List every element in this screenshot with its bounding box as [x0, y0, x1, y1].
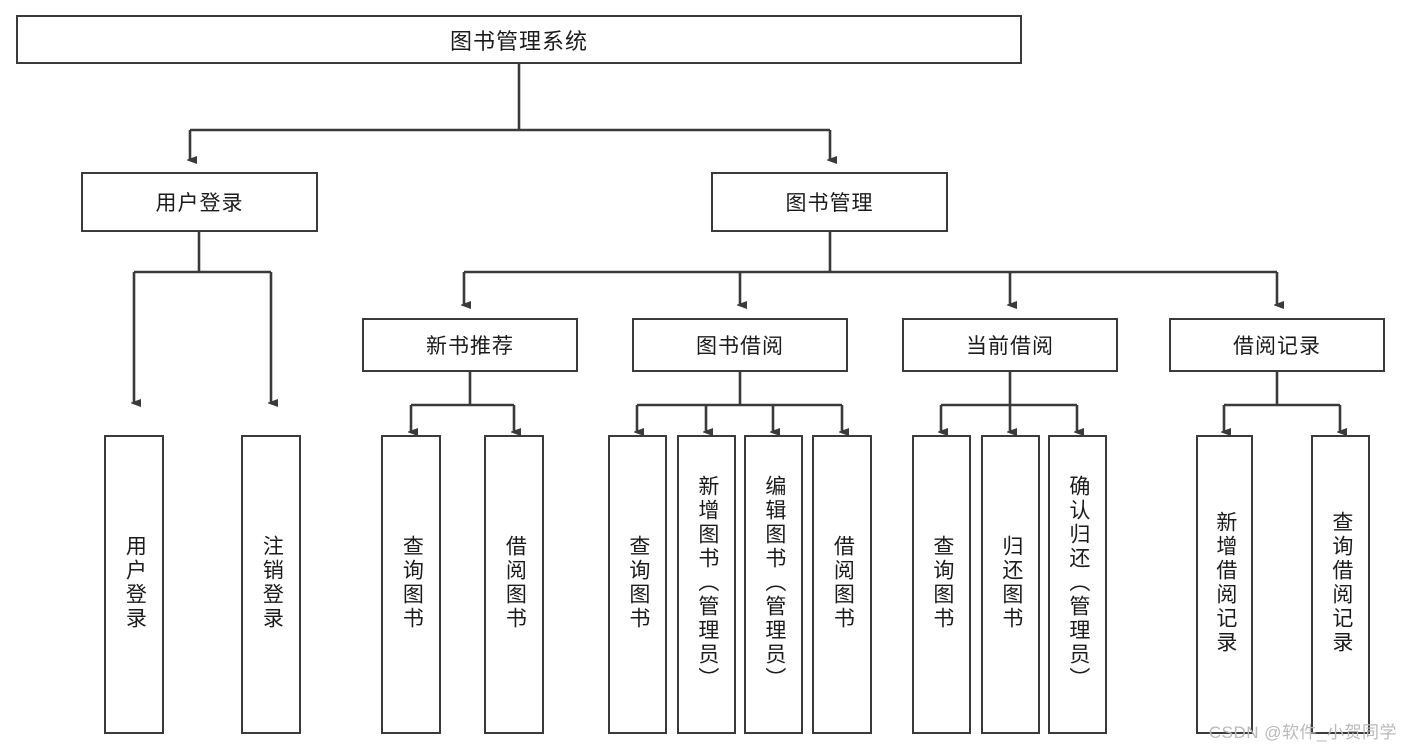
node-leaf-borrow-book-1[interactable]: 借阅图书 — [484, 435, 544, 734]
node-leaf-borrow-book-2[interactable]: 借阅图书 — [812, 435, 872, 734]
node-leaf-query-book-3-label: 查询图书 — [930, 534, 954, 631]
node-current-borrow[interactable]: 当前借阅 — [902, 318, 1118, 372]
node-leaf-add-record[interactable]: 新增借阅记录 — [1196, 435, 1253, 734]
node-leaf-borrow-book-2-label: 借阅图书 — [831, 534, 855, 631]
node-leaf-logout-label: 注销登录 — [260, 534, 284, 631]
node-new-book-recommend[interactable]: 新书推荐 — [362, 318, 578, 372]
node-leaf-query-record[interactable]: 查询借阅记录 — [1311, 435, 1370, 734]
node-current-borrow-label: 当前借阅 — [966, 335, 1054, 358]
node-new-book-recommend-label: 新书推荐 — [426, 335, 514, 358]
node-leaf-user-login-label: 用户登录 — [123, 534, 147, 631]
node-leaf-query-book-2[interactable]: 查询图书 — [608, 435, 667, 734]
node-book-management[interactable]: 图书管理 — [711, 172, 948, 232]
node-leaf-confirm-return[interactable]: 确认归还（管理员） — [1048, 435, 1107, 734]
node-user-login-label: 用户登录 — [155, 192, 244, 215]
node-leaf-logout[interactable]: 注销登录 — [241, 435, 301, 734]
node-root-label: 图书管理系统 — [449, 28, 588, 54]
node-leaf-query-book-3[interactable]: 查询图书 — [912, 435, 971, 734]
node-leaf-edit-book-label: 编辑图书（管理员） — [762, 474, 786, 691]
node-leaf-user-login[interactable]: 用户登录 — [104, 435, 164, 734]
node-user-login[interactable]: 用户登录 — [81, 172, 318, 232]
node-leaf-query-book-2-label: 查询图书 — [626, 534, 650, 631]
node-leaf-return-book-label: 归还图书 — [999, 534, 1023, 631]
node-leaf-query-record-label: 查询借阅记录 — [1329, 510, 1353, 655]
node-leaf-add-record-label: 新增借阅记录 — [1213, 510, 1237, 655]
node-leaf-edit-book[interactable]: 编辑图书（管理员） — [744, 435, 803, 734]
node-book-management-label: 图书管理 — [785, 192, 874, 215]
node-leaf-borrow-book-1-label: 借阅图书 — [503, 534, 527, 631]
node-leaf-add-book-label: 新增图书（管理员） — [695, 474, 719, 691]
node-borrow-record-label: 借阅记录 — [1233, 335, 1321, 358]
node-leaf-return-book[interactable]: 归还图书 — [981, 435, 1040, 734]
node-leaf-query-book-1[interactable]: 查询图书 — [381, 435, 441, 734]
node-leaf-add-book[interactable]: 新增图书（管理员） — [677, 435, 736, 734]
node-root[interactable]: 图书管理系统 — [16, 15, 1022, 64]
watermark: CSDN @软件_小贺同学 — [1208, 723, 1397, 742]
node-borrow-record[interactable]: 借阅记录 — [1169, 318, 1385, 372]
node-book-borrow[interactable]: 图书借阅 — [632, 318, 848, 372]
node-leaf-query-book-1-label: 查询图书 — [400, 534, 424, 631]
node-book-borrow-label: 图书借阅 — [696, 335, 784, 358]
node-leaf-confirm-return-label: 确认归还（管理员） — [1066, 474, 1090, 691]
